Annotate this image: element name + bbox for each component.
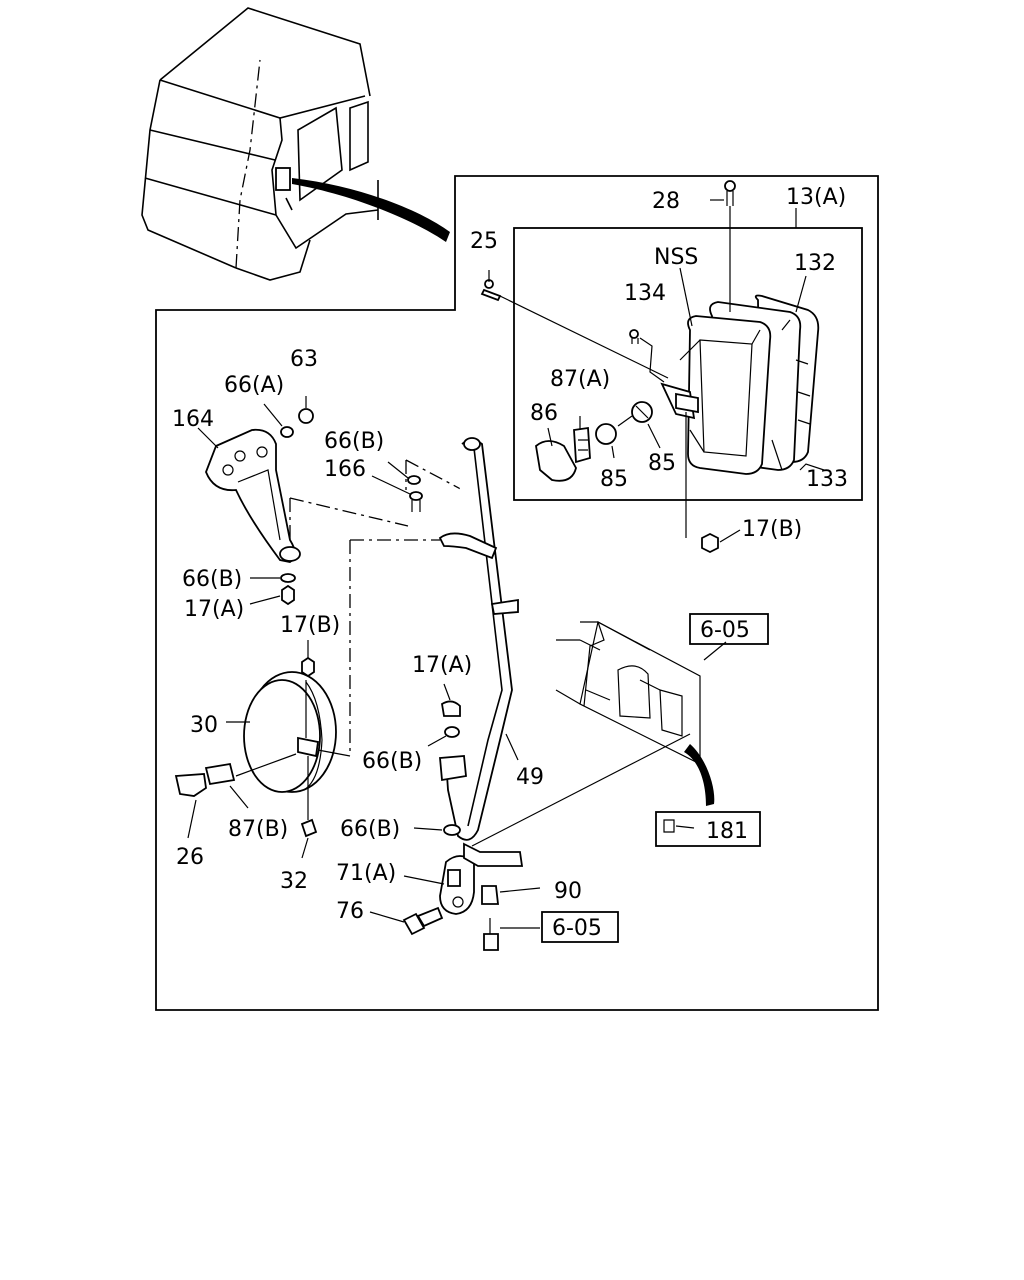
ref-box-181 — [655, 811, 761, 847]
screw-32 — [300, 756, 318, 859]
bolt-25 — [480, 270, 669, 379]
label-32: 32 — [280, 869, 308, 894]
label-132: 132 — [794, 251, 836, 276]
label-66b-4: 66(B) — [340, 817, 400, 842]
label-166: 166 — [324, 457, 366, 482]
label-86: 86 — [530, 401, 558, 426]
washer-66b-1 — [387, 461, 421, 485]
label-17b-mid: 17(B) — [280, 613, 340, 638]
clamp-block — [439, 755, 467, 782]
label-49: 49 — [516, 765, 544, 790]
cab-panel — [471, 621, 727, 847]
label-133: 133 — [806, 467, 848, 492]
label-13a: 13(A) — [786, 185, 846, 210]
truck-cab — [141, 7, 450, 281]
label-28: 28 — [652, 189, 680, 214]
label-87a: 87(A) — [550, 367, 610, 392]
label-76: 76 — [336, 899, 364, 924]
bracket-164 — [197, 427, 301, 563]
arm-49 — [349, 437, 519, 841]
mirror-30 — [226, 671, 351, 793]
nut-17a-1 — [249, 584, 295, 606]
mirror-head — [679, 294, 820, 475]
label-26: 26 — [176, 845, 204, 870]
label-87b: 87(B) — [228, 817, 288, 842]
label-85a: 85 — [600, 467, 628, 492]
cap-85a — [595, 423, 617, 459]
washer-66b-4 — [413, 824, 461, 836]
part-181-icon — [663, 819, 675, 833]
mirror-mount — [660, 382, 699, 538]
label-66b-2: 66(B) — [182, 567, 242, 592]
base-bracket — [403, 842, 524, 915]
label-6-05-bot: 6-05 — [552, 916, 602, 941]
cap-85b — [617, 401, 661, 449]
cap-63 — [298, 396, 314, 424]
detail-pointer — [292, 178, 450, 242]
label-71a: 71(A) — [336, 861, 396, 886]
bolt-6-05 — [483, 918, 540, 951]
ref-box-6-05-top — [689, 613, 769, 645]
clip-87a — [573, 416, 591, 464]
label-25: 25 — [470, 229, 498, 254]
label-85b: 85 — [648, 451, 676, 476]
clip-87b — [204, 753, 297, 809]
label-17a-1: 17(A) — [184, 597, 244, 622]
bolt-76 — [369, 906, 444, 936]
bolt-134 — [629, 329, 665, 383]
label-63: 63 — [290, 347, 318, 372]
label-66b-3: 66(B) — [362, 749, 422, 774]
label-90: 90 — [554, 879, 582, 904]
clip-90 — [481, 885, 541, 905]
label-134: 134 — [624, 281, 666, 306]
label-66a: 66(A) — [224, 373, 284, 398]
label-164: 164 — [172, 407, 214, 432]
label-nss: NSS — [654, 245, 698, 270]
cap-26 — [174, 773, 207, 839]
ref-box-6-05-bot — [541, 911, 619, 943]
bolt-166 — [371, 475, 423, 512]
label-17a-2: 17(A) — [412, 653, 472, 678]
washer-66a — [263, 403, 294, 438]
label-17b-top: 17(B) — [742, 517, 802, 542]
label-66b-1: 66(B) — [324, 429, 384, 454]
label-181: 181 — [706, 819, 748, 844]
label-6-05-top: 6-05 — [700, 618, 750, 643]
washer-66b-2 — [250, 573, 296, 583]
cap-86 — [535, 427, 577, 482]
panel-pointer — [684, 744, 715, 806]
nut-17a-2 — [441, 683, 461, 717]
washer-66b-3 — [427, 726, 460, 747]
nut-17b-mid — [301, 640, 315, 678]
screw-28 — [710, 180, 736, 312]
mirror-inset-box — [513, 227, 863, 501]
diagram-frame — [155, 175, 879, 1011]
label-30: 30 — [190, 713, 218, 738]
nut-17b-top — [701, 529, 741, 554]
